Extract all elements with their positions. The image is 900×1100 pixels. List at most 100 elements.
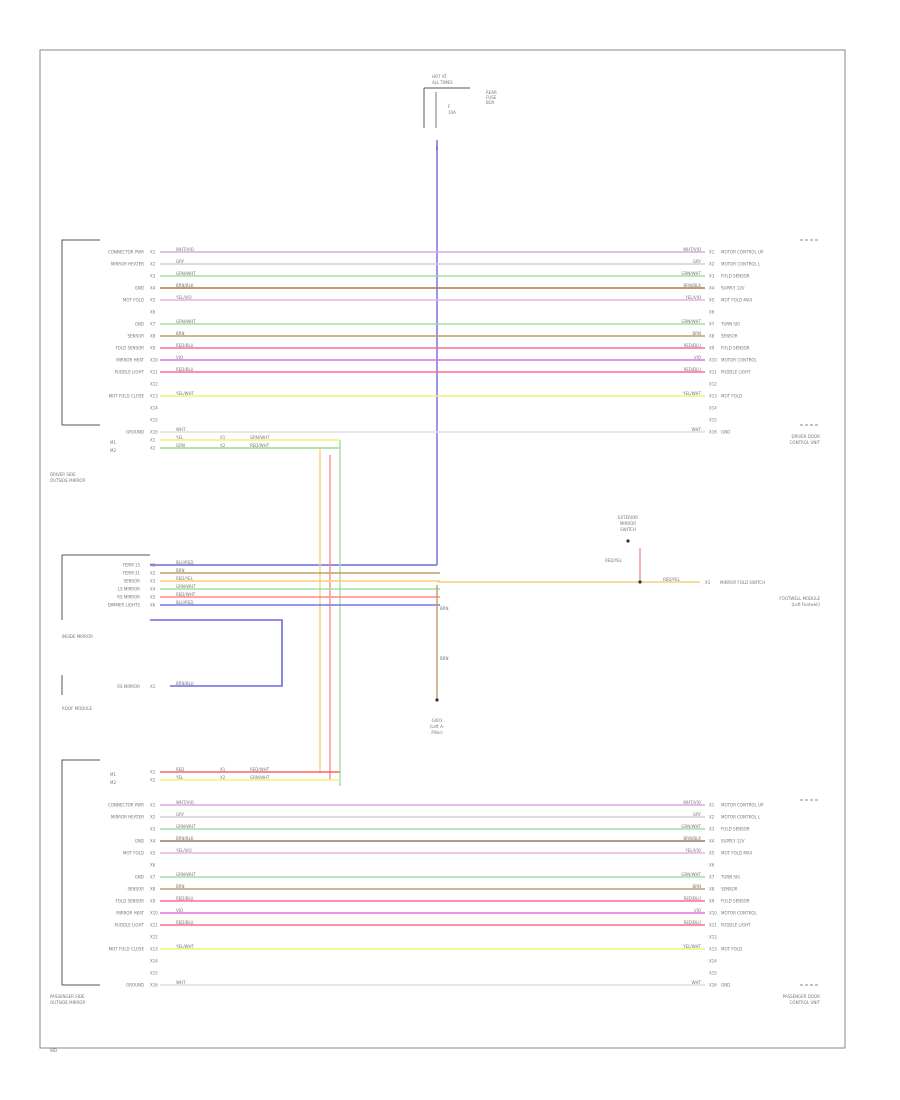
ground-label-1: G401 xyxy=(432,718,443,723)
bottom-bus-conn-X2: X2 xyxy=(220,775,226,780)
bottom-wire-label-left-X8: BRN xyxy=(176,884,185,889)
top-pin-right-X12: X12 xyxy=(709,382,717,387)
top-wire-label-right-X5: YEL/VIO xyxy=(684,295,701,300)
top-pin-right-X9: X9 xyxy=(709,346,715,351)
bottom-bus-pin-X2: X2 xyxy=(150,778,156,783)
supply-connector: B xyxy=(436,146,439,151)
bottom-right-label-X5: MOT FOLD MAX xyxy=(721,851,753,856)
switch-wire-label-right: RED/YEL xyxy=(663,577,681,582)
bottom-pin-right-X11: X11 xyxy=(709,923,717,928)
bottom-pin-right-X16: X16 xyxy=(709,983,717,988)
bottom-right-label-X11: PUDDLE LIGHT xyxy=(721,923,751,928)
top-left-unit-bracket xyxy=(61,239,100,426)
bottom-right-label-X8: SENSOR xyxy=(721,887,738,892)
bottom-pin-left-X10: X10 xyxy=(150,911,158,916)
bottom-wire-label-right-X16: WHT xyxy=(692,980,702,985)
top-bus-conn-X2: X2 xyxy=(220,443,226,448)
bottom-pin-left-X6: X6 xyxy=(150,863,156,868)
top-pin-left-X2: X2 xyxy=(150,262,156,267)
bottom-right-label-X3: FOLD SENSOR xyxy=(721,827,750,832)
top-left-label-X16: GROUND xyxy=(126,430,144,435)
bottom-left-label-X16: GROUND xyxy=(126,983,144,988)
top-wire-label-left-X2: GRY xyxy=(176,259,185,264)
mid-pin-X5: X5 xyxy=(150,595,156,600)
bottom-wire-label-left-X2: GRY xyxy=(176,812,185,817)
bottom-pin-right-X13: X13 xyxy=(709,947,717,952)
top-pin-left-X3: X3 xyxy=(150,274,156,279)
top-right-label-X11: PUDDLE LIGHT xyxy=(721,370,751,375)
top-bus-left-label-1: M1 xyxy=(110,440,116,445)
roof-module-label: ROOF MODULE xyxy=(62,706,92,711)
top-bus-pin-X1: X1 xyxy=(150,438,156,443)
bottom-pin-left-X3: X3 xyxy=(150,827,156,832)
bottom-pin-left-X8: X8 xyxy=(150,887,156,892)
top-pin-left-X10: X10 xyxy=(150,358,158,363)
bottom-left-label-X13: MOT FOLD CLOSE xyxy=(109,947,145,952)
page-frame xyxy=(39,49,846,1049)
switch-unit-label-1: FOOTWELL MODULE xyxy=(779,596,820,601)
top-pin-right-X5: X5 xyxy=(709,298,715,303)
bottom-wire-label-right-X4: BRN/BLK xyxy=(684,836,702,841)
bottom-pin-right-X9: X9 xyxy=(709,899,715,904)
top-wire-label-right-X13: YEL/WHT xyxy=(682,391,702,396)
bottom-left-unit-label-1: PASSENGER SIDE xyxy=(50,994,85,999)
top-wire-label-right-X3: GRN/WHT xyxy=(681,271,701,276)
bottom-left-label-X11: PUDDLE LIGHT xyxy=(115,923,145,928)
bottom-wire-label-right-X7: GRN/WHT xyxy=(681,872,701,877)
top-left-label-X7: GND xyxy=(135,322,144,327)
bottom-wire-label-left-X10: VIO xyxy=(176,908,183,913)
top-right-label-X7: TURN SIG xyxy=(720,322,740,327)
top-wire-label-left-X9: RED/BLU xyxy=(176,343,194,348)
top-wire-label-right-X9: RED/BLU xyxy=(684,343,702,348)
bottom-pin-right-X2: X2 xyxy=(709,815,715,820)
bottom-bus-left-label-2: M2 xyxy=(110,780,116,785)
top-wire-label-left-X4: BRN/BLK xyxy=(176,283,194,288)
top-wire-label-right-X11: RED/BLU xyxy=(684,367,702,372)
top-right-unit-bracket xyxy=(800,239,820,426)
bottom-wire-label-right-X11: RED/BLU xyxy=(684,920,702,925)
mid-wire-label-X2: BRN xyxy=(176,568,185,573)
top-pin-right-X15: X15 xyxy=(709,418,717,423)
top-right-label-X8: SENSOR xyxy=(721,334,738,339)
top-left-label-X5: MOT FOLD xyxy=(123,298,144,303)
bottom-pin-left-X5: X5 xyxy=(150,851,156,856)
top-pin-left-X1: X1 xyxy=(150,250,156,255)
switch-splice xyxy=(638,580,642,584)
bottom-wire-label-right-X3: GRN/WHT xyxy=(681,824,701,829)
top-left-label-X11: PUDDLE LIGHT xyxy=(115,370,145,375)
top-left-unit-label-1: DRIVER SIDE xyxy=(50,472,76,477)
top-wire-label-right-X16: WHT xyxy=(692,427,702,432)
top-wire-label-left-X10: VIO xyxy=(176,355,183,360)
top-pin-left-X13: X13 xyxy=(150,394,158,399)
ground-wire-label-1: BRN xyxy=(440,606,449,611)
bottom-wire-label-left-X16: WHT xyxy=(176,980,186,985)
top-wire-label-right-X8: BRN xyxy=(692,331,701,336)
mid-pin-X1: X1 xyxy=(150,563,156,568)
top-wire-label-right-X10: VIO xyxy=(694,355,701,360)
top-left-label-X4: GND xyxy=(135,286,144,291)
bottom-pin-left-X11: X11 xyxy=(150,923,158,928)
top-right-label-X13: MOT FOLD xyxy=(721,394,742,399)
top-pin-right-X8: X8 xyxy=(709,334,715,339)
top-bus-left-label-2: M2 xyxy=(110,448,116,453)
top-left-label-X9: FOLD SENSOR xyxy=(115,346,144,351)
fuse-side-label-2: BOX xyxy=(486,100,495,105)
bottom-wire-label-right-X8: BRN xyxy=(692,884,701,889)
bottom-wire-label-left-X4: BRN/BLK xyxy=(176,836,194,841)
mid-pin-X4: X4 xyxy=(150,587,156,592)
top-pin-right-X6: X6 xyxy=(709,310,715,315)
bottom-bus-conn-X1: X1 xyxy=(220,767,226,772)
ground-dot xyxy=(435,698,439,702)
bottom-pin-left-X7: X7 xyxy=(150,875,156,880)
bottom-right-label-X16: GND xyxy=(721,983,730,988)
switch-unit-pin-label: MIRROR FOLD SWITCH xyxy=(720,580,765,585)
top-pin-right-X4: X4 xyxy=(709,286,715,291)
ground-label-2: (Left A- xyxy=(430,724,445,729)
roof-pin-label: RS MIRROR xyxy=(117,684,140,689)
top-pin-left-X5: X5 xyxy=(150,298,156,303)
mid-pin-X2: X2 xyxy=(150,571,156,576)
bottom-pin-right-X6: X6 xyxy=(709,863,715,868)
mid-wire-label-X5: RED/WHT xyxy=(176,592,196,597)
